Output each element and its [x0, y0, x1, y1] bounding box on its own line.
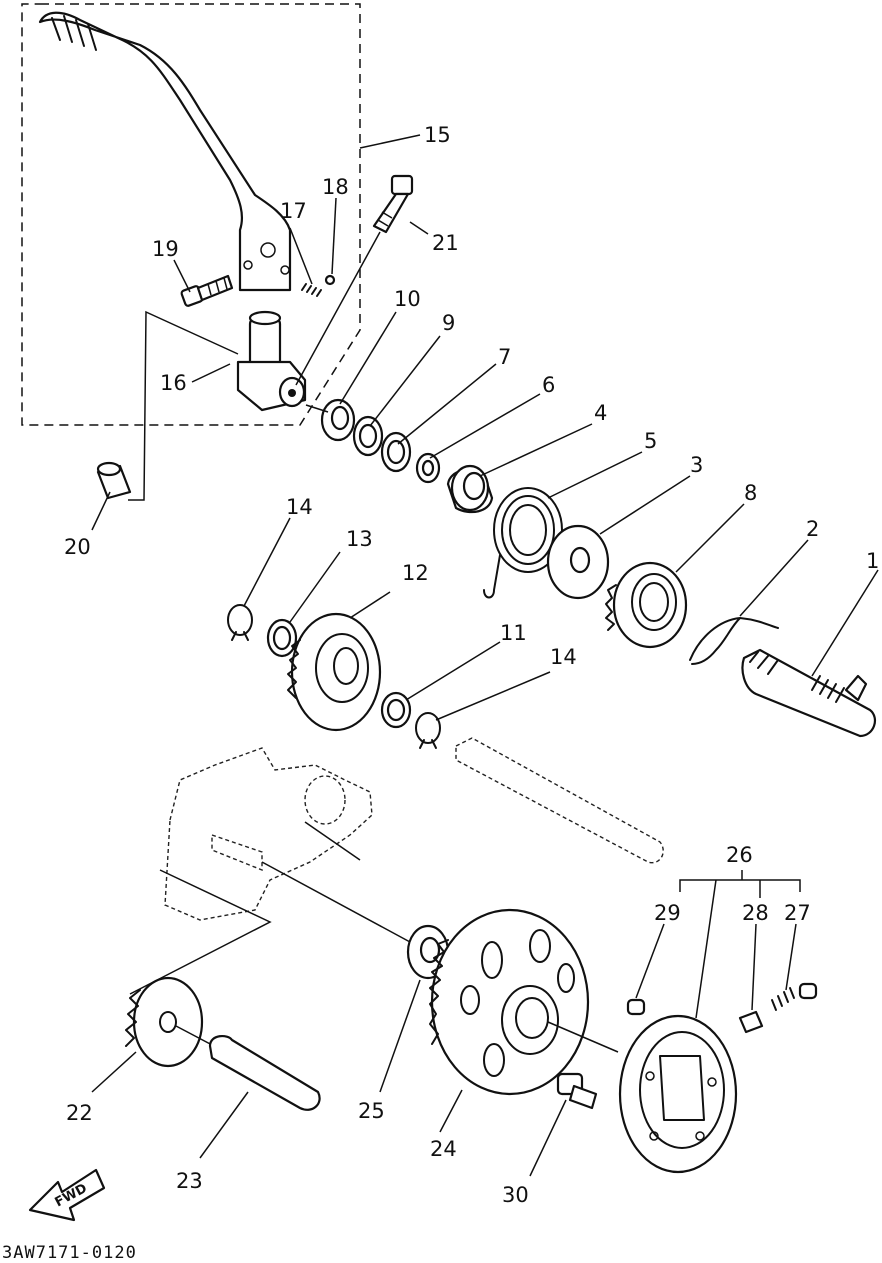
- label-2: 2: [806, 517, 819, 541]
- idle-shaft-23: [208, 1034, 321, 1111]
- label-19: 19: [152, 237, 179, 261]
- washer-13: [266, 618, 298, 658]
- part-number-labels: 1 2 3 4 5 6 7 8 9 10 11 12 13 14 14 15 1…: [64, 123, 879, 1207]
- label-15: 15: [424, 123, 451, 147]
- plunger-28: [738, 1010, 764, 1034]
- label-3: 3: [690, 453, 703, 477]
- label-22: 22: [66, 1101, 93, 1125]
- roller-29: [626, 998, 646, 1016]
- label-11: 11: [500, 621, 527, 645]
- leader-lines: [91, 197, 879, 1177]
- label-13: 13: [346, 527, 373, 551]
- spring-clip-2: [689, 617, 779, 665]
- bolt-30: [556, 1072, 598, 1110]
- label-25: 24: [430, 1137, 457, 1161]
- washer-3: [546, 524, 610, 600]
- kick-shaft-ghost: [455, 737, 664, 864]
- label-23: 23: [176, 1169, 203, 1193]
- label-12: 12: [402, 561, 429, 585]
- label-18: 18: [322, 175, 349, 199]
- kick-crank-assembly-outline: [21, 3, 421, 426]
- kick-gear-12: [287, 612, 382, 732]
- label-8: 8: [744, 481, 757, 505]
- label-28: 28: [742, 901, 769, 925]
- crankcase-ghost: [129, 747, 411, 995]
- circlip-14-lower: [415, 712, 441, 749]
- label-21: 21: [432, 231, 459, 255]
- torsion-spring-5: [483, 487, 563, 599]
- label-5: 5: [644, 429, 657, 453]
- circlip-14-upper: [227, 604, 253, 641]
- ratchet-8: [605, 561, 688, 649]
- label-27: 27: [784, 901, 811, 925]
- kick-boss: [236, 310, 307, 412]
- label-10: 10: [394, 287, 421, 311]
- label-17: 17: [280, 199, 307, 223]
- one-way-clutch-26: [618, 1014, 738, 1174]
- forward-direction-arrow: FWD: [28, 1168, 106, 1222]
- starter-gear-24: [429, 908, 590, 1096]
- label-9: 9: [442, 311, 455, 335]
- label-7: 7: [498, 345, 511, 369]
- spring-27: [771, 982, 818, 1011]
- bolt-19: [180, 274, 234, 307]
- label-6: 6: [542, 373, 555, 397]
- label-14-lower: 14: [550, 645, 577, 669]
- kick-crank-lever: [38, 11, 292, 292]
- label-14-upper: 14: [286, 495, 313, 519]
- kick-shaft-collars: [305, 398, 494, 514]
- bolt-21: [295, 174, 414, 386]
- pin-20: [96, 310, 239, 501]
- label-26: 26: [726, 843, 753, 867]
- label-24: 25: [358, 1099, 385, 1123]
- kick-axle-1: [741, 648, 877, 738]
- washer-11: [380, 691, 412, 729]
- diagram-code: 3AW7171-0120: [2, 1243, 137, 1263]
- label-16: 16: [160, 371, 187, 395]
- idle-gear-22: [125, 976, 204, 1068]
- spring-17-ball-18: [301, 274, 336, 297]
- label-4: 4: [594, 401, 607, 425]
- label-20: 20: [64, 535, 91, 559]
- label-29: 29: [654, 901, 681, 925]
- label-1: 1: [866, 549, 879, 573]
- label-30: 30: [502, 1183, 529, 1207]
